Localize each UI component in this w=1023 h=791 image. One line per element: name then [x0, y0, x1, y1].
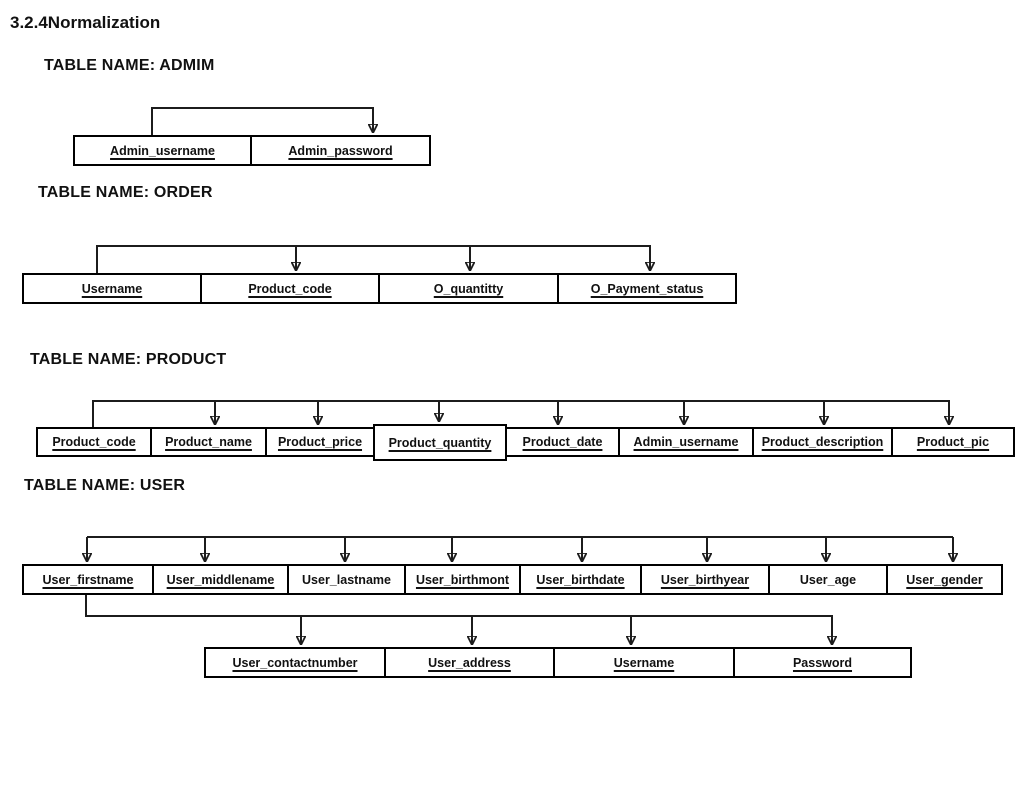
cell-product-admin-username: Admin_username — [618, 427, 754, 457]
cell-product-price: Product_price — [265, 427, 375, 457]
cell-order-username: Username — [22, 273, 202, 304]
table-heading-product: TABLE NAME: PRODUCT — [30, 351, 227, 368]
cell-user-age: User_age — [768, 564, 888, 595]
field-label: O_Payment_status — [590, 281, 704, 296]
admim-arrows — [151, 107, 373, 135]
cell-user-firstname: User_firstname — [22, 564, 154, 595]
cell-order-quantity: O_quantitty — [378, 273, 559, 304]
field-label: User_age — [799, 572, 857, 587]
product-arrows — [92, 400, 949, 427]
cell-order-payment-status: O_Payment_status — [557, 273, 737, 304]
cell-user-password: Password — [733, 647, 912, 678]
field-label: Admin_username — [110, 143, 215, 158]
field-label: Product_quantity — [388, 435, 492, 450]
field-label: Username — [613, 655, 675, 670]
field-label: Product_pic — [916, 435, 990, 449]
cell-admin-username: Admin_username — [73, 135, 252, 166]
field-label: User_lastname — [302, 572, 391, 587]
cell-product-description: Product_description — [752, 427, 893, 457]
user-row2-arrows — [85, 595, 832, 645]
field-label: Product_name — [165, 435, 252, 449]
order-arrows — [96, 245, 650, 273]
cell-product-date: Product_date — [505, 427, 620, 457]
cell-user-gender: User_gender — [886, 564, 1003, 595]
cell-user-address: User_address — [384, 647, 555, 678]
cell-user-contactnumber: User_contactnumber — [204, 647, 386, 678]
field-label: Product_code — [52, 435, 136, 449]
cell-user-birthmont: User_birthmont — [404, 564, 521, 595]
cell-admin-password: Admin_password — [250, 135, 431, 166]
cell-user-username: Username — [553, 647, 735, 678]
table-heading-order: TABLE NAME: ORDER — [38, 184, 213, 201]
field-label: User_middlename — [166, 572, 275, 587]
field-label: O_quantitty — [433, 281, 504, 296]
field-label: User_firstname — [42, 572, 134, 587]
field-label: Product_code — [248, 281, 332, 296]
field-label: Password — [792, 655, 853, 670]
field-label: User_contactnumber — [232, 655, 358, 670]
cell-order-product-code: Product_code — [200, 273, 380, 304]
field-label: User_gender — [906, 572, 983, 587]
field-label: Admin_password — [288, 143, 393, 158]
field-label: User_birthyear — [660, 572, 750, 587]
field-label: Product_date — [522, 435, 603, 449]
cell-product-code: Product_code — [36, 427, 152, 457]
cell-product-name: Product_name — [150, 427, 267, 457]
field-label: Admin_username — [633, 435, 739, 449]
table-heading-user: TABLE NAME: USER — [24, 477, 186, 494]
field-label: Product_description — [761, 435, 884, 449]
field-label: Username — [81, 281, 143, 296]
table-heading-admim: TABLE NAME: ADMIM — [44, 57, 215, 74]
cell-user-birthdate: User_birthdate — [519, 564, 642, 595]
field-label: User_birthmont — [415, 572, 510, 587]
cell-user-middlename: User_middlename — [152, 564, 289, 595]
field-label: Product_price — [277, 435, 363, 449]
cell-product-pic: Product_pic — [891, 427, 1015, 457]
field-label: User_birthdate — [536, 572, 625, 587]
user-row1-arrows — [87, 536, 953, 562]
cell-product-quantity: Product_quantity — [373, 424, 507, 461]
field-label: User_address — [428, 655, 511, 670]
section-number-title: 3.2.4Normalization — [10, 13, 161, 32]
cell-user-birthyear: User_birthyear — [640, 564, 770, 595]
cell-user-lastname: User_lastname — [287, 564, 406, 595]
